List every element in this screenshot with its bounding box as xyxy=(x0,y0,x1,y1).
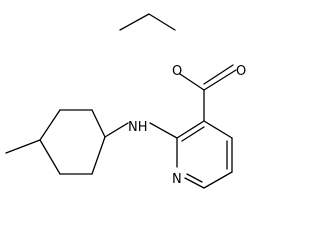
c2-nh-bond xyxy=(149,122,178,139)
ring-bond-c6-n1 xyxy=(184,177,205,189)
amine-label: NH xyxy=(128,120,148,135)
ring-bond-c6-n1-inner xyxy=(186,173,203,183)
molecule-canvas: O O NH N xyxy=(5,13,246,189)
cyclohexane-bond-6 xyxy=(91,136,106,175)
carbonyl-bond-1 xyxy=(203,69,237,91)
cyclohexane-bond-4 xyxy=(39,139,61,175)
ring-bond-c2-c3-inner xyxy=(181,126,205,142)
structure-diagram: O O NH N xyxy=(5,13,246,189)
methyl-bond xyxy=(5,139,41,154)
cyclohexane-bond-3 xyxy=(39,109,61,141)
carbonyl-oxygen-label: O xyxy=(236,64,246,79)
ethyl-ch3-bond xyxy=(119,13,150,31)
cyclohexane-bond-1 xyxy=(91,109,106,138)
carbonyl-bond-2 xyxy=(203,64,234,85)
ring-bond-c2-c3 xyxy=(176,120,205,139)
ester-o-c-bond xyxy=(179,73,205,91)
ring-bond-c5-c6 xyxy=(203,171,233,189)
ring-bond-c3-c4 xyxy=(203,120,233,139)
ethyl-ch2-o-bond xyxy=(148,13,176,31)
nh-cyclohexyl-bond xyxy=(104,122,129,138)
ester-oxygen-label: O xyxy=(172,64,182,79)
ring-nitrogen-label: N xyxy=(172,172,182,187)
